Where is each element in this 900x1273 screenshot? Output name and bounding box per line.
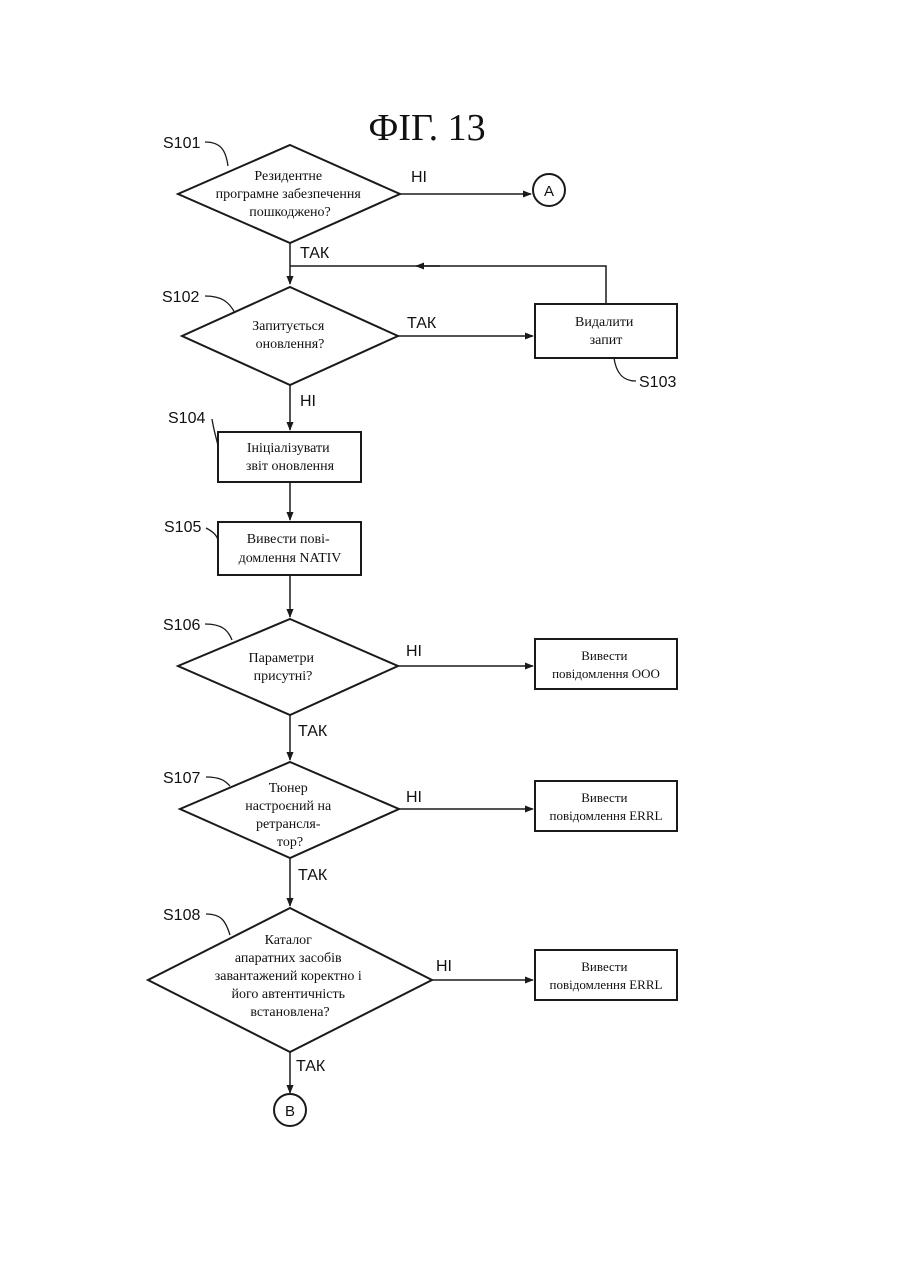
s108-text-line: встановлена? <box>250 1005 329 1020</box>
output-errl-1 <box>535 781 677 831</box>
step-label-s107: S107 <box>163 770 200 787</box>
step-label-s101: S101 <box>163 135 200 152</box>
decision-s106 <box>178 619 398 715</box>
leader-s102 <box>205 296 235 313</box>
process-s103 <box>535 304 677 358</box>
leader-s103 <box>614 358 636 381</box>
s107-text-line: ретрансля- <box>256 817 321 832</box>
edge-label-s101-yes: ТАК <box>300 245 330 262</box>
output-errl-2 <box>535 950 677 1000</box>
s101-text-line: програмне забезпечення <box>216 187 362 202</box>
output-ooo <box>535 639 677 689</box>
output-errl-2-text-line: повідомлення ERRL <box>550 977 663 992</box>
edge-label-s102-no: НІ <box>300 393 316 410</box>
edge-label-s106-yes: ТАК <box>298 723 328 740</box>
edge-label-s106-no: НІ <box>406 643 422 660</box>
s103-text-line: Видалити <box>575 315 634 330</box>
s102-text-line: Запитується <box>252 319 325 334</box>
figure-title: ФІГ. 13 <box>368 107 485 149</box>
s104-text-line: Ініціалізувати <box>247 441 330 456</box>
s108-text-line: апаратних засобів <box>235 951 342 966</box>
s103-text-line: запит <box>590 333 623 348</box>
edge-label-s108-no: НІ <box>436 958 452 975</box>
step-label-s102: S102 <box>162 289 199 306</box>
s106-text-line: присутні? <box>254 669 313 684</box>
leader-s107 <box>206 777 230 786</box>
leader-s106 <box>205 624 232 640</box>
process-s105 <box>218 522 361 575</box>
edge-label-s108-yes: ТАК <box>296 1058 326 1075</box>
output-ooo-text-line: повідомлення ООО <box>552 666 660 681</box>
s106-text-line: Параметри <box>249 651 315 666</box>
s102-text-line: оновлення? <box>256 337 325 352</box>
s108-text-line: його автентичність <box>232 987 345 1002</box>
step-label-s104: S104 <box>168 410 205 427</box>
connector-b-label: B <box>285 1103 295 1120</box>
s107-text-line: настроєний на <box>245 799 332 814</box>
connector-a-label: A <box>544 183 554 200</box>
s107-text-line: Тюнер <box>269 781 308 796</box>
s104-text-line: звіт оновлення <box>246 459 335 474</box>
step-label-s106: S106 <box>163 617 200 634</box>
s108-text-line: завантажений коректно і <box>215 969 362 984</box>
output-errl-1-text-line: повідомлення ERRL <box>550 808 663 823</box>
edge-label-s107-no: НІ <box>406 789 422 806</box>
output-errl-2-text-line: Вивести <box>581 959 627 974</box>
step-label-s103: S103 <box>639 374 676 391</box>
edge-label-s102-yes: ТАК <box>407 315 437 332</box>
output-errl-1-text-line: Вивести <box>581 790 627 805</box>
leader-s108 <box>206 914 230 935</box>
loop-s103-back <box>290 266 606 304</box>
edge-label-s107-yes: ТАК <box>298 867 328 884</box>
s101-text-line: Резидентне <box>254 169 322 184</box>
decision-s102 <box>182 287 398 385</box>
leader-s101 <box>205 142 228 166</box>
s101-text-line: пошкоджено? <box>249 205 331 220</box>
edge-label-s101-no: НІ <box>411 169 427 186</box>
s107-text-line: тор? <box>277 835 303 850</box>
output-ooo-text-line: Вивести <box>581 648 627 663</box>
s105-text-line: домлення NATIV <box>239 551 342 566</box>
s108-text-line: Каталог <box>265 933 313 948</box>
step-label-s105: S105 <box>164 519 201 536</box>
leader-s105 <box>206 528 218 540</box>
step-label-s108: S108 <box>163 907 200 924</box>
s105-text-line: Вивести пові- <box>247 532 330 547</box>
process-s104 <box>218 432 361 482</box>
